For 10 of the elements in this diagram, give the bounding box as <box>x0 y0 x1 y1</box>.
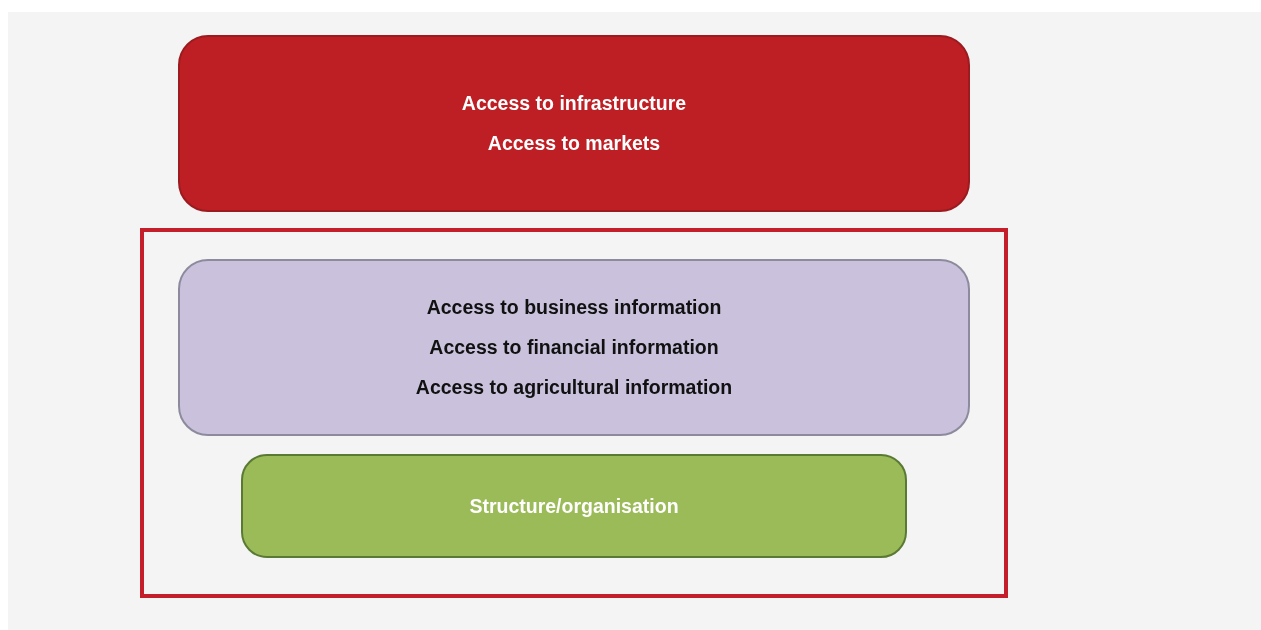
category-text: Access to markets <box>487 132 661 155</box>
category-box <box>178 35 970 212</box>
category-box <box>241 454 907 558</box>
category-box <box>178 259 970 436</box>
category-text: Access to financial information <box>429 336 719 359</box>
category-text: Access to business information <box>426 296 722 319</box>
category-text: Structure/organisation <box>469 494 679 518</box>
category-text: Access to infrastructure <box>461 92 687 115</box>
category-text: Access to agricultural information <box>415 376 733 399</box>
grouping-frame <box>140 228 1008 598</box>
